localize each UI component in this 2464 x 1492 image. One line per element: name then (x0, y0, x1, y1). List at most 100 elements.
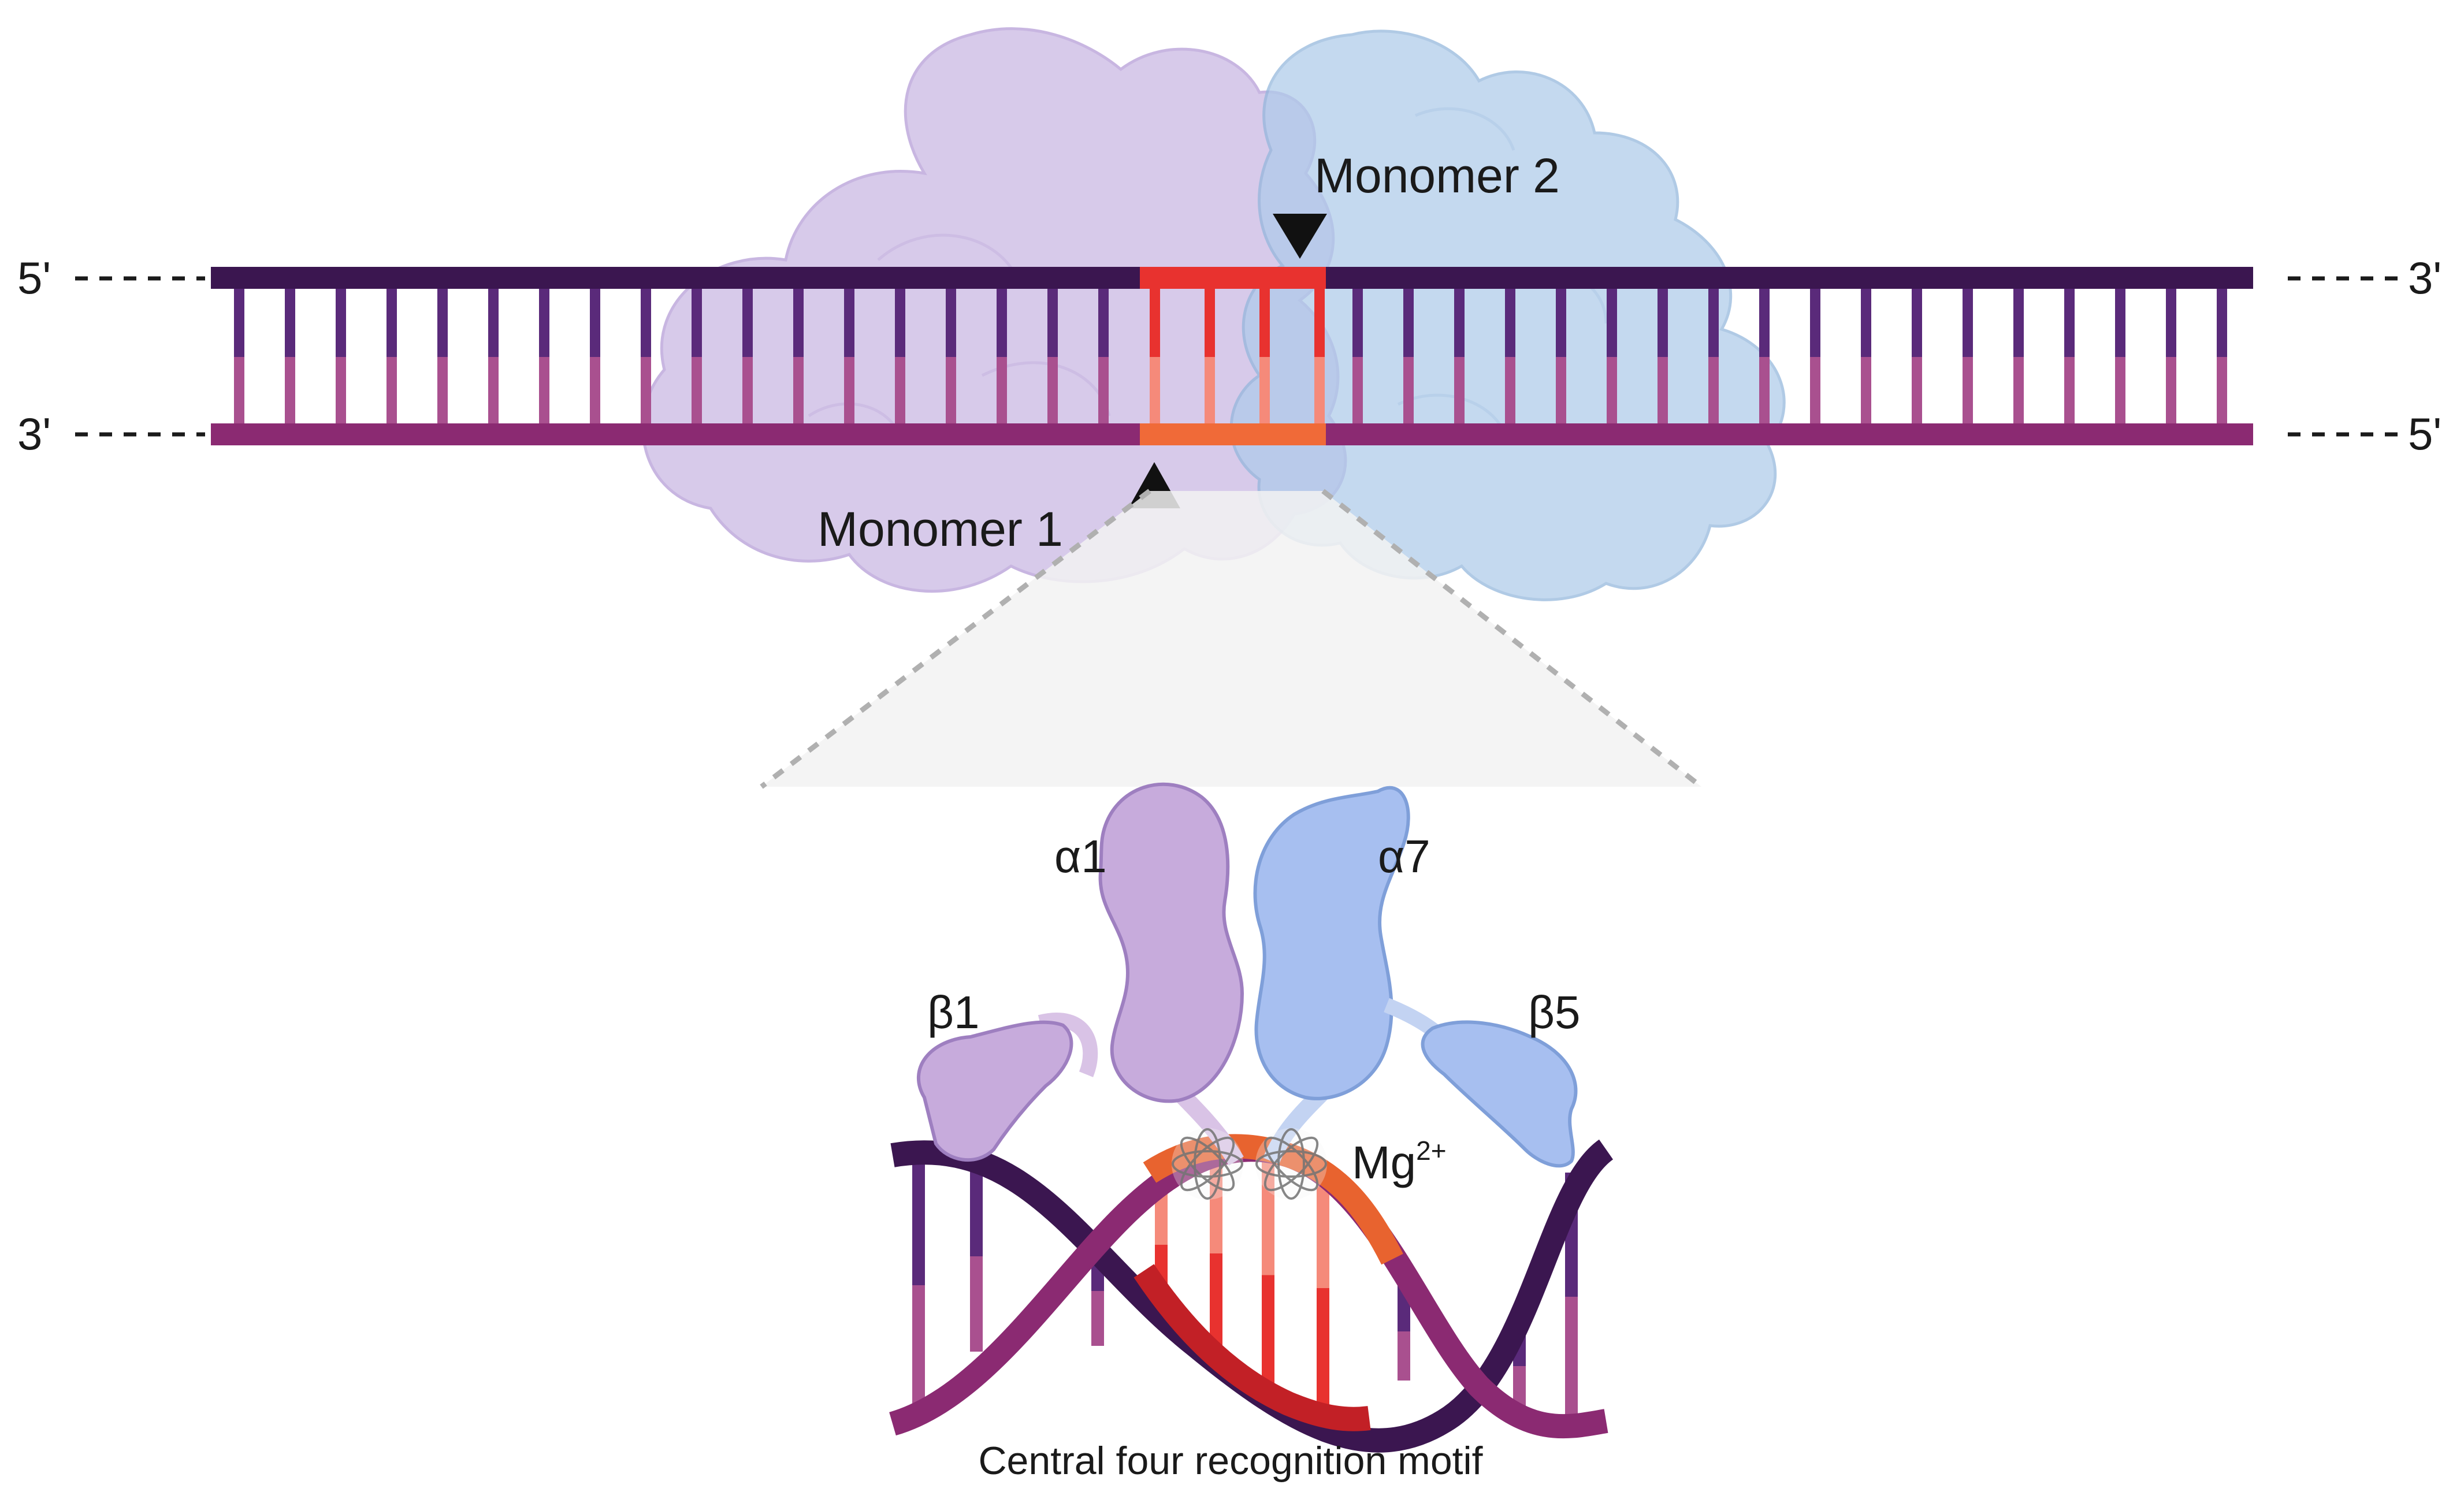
base-bottom (590, 357, 600, 425)
dna-base-pairs (234, 288, 2227, 425)
base-bottom (437, 357, 448, 425)
base-bottom (2166, 357, 2176, 425)
base-top (285, 288, 295, 357)
alpha1-label: α1 (1054, 831, 1107, 882)
base-top (590, 288, 600, 357)
base-bottom (997, 357, 1007, 425)
alpha7-label: α7 (1378, 831, 1430, 882)
recognition-base-top (1259, 288, 1270, 357)
base-top (539, 288, 549, 357)
base-top (1047, 288, 1058, 357)
base-bottom (1454, 357, 1465, 425)
top-left-end-label: 5' (17, 252, 51, 303)
base-top (488, 288, 499, 357)
base-bottom (641, 357, 651, 425)
base-bottom (946, 357, 956, 425)
base-top (844, 288, 854, 357)
recognition-bottom-segment (1140, 423, 1326, 445)
base-bottom (2013, 357, 2024, 425)
helix-base-lower (1091, 1291, 1104, 1346)
base-top (336, 288, 346, 357)
top-right-end-label: 3' (2408, 252, 2441, 303)
base-bottom (285, 357, 295, 425)
base-top (1657, 288, 1668, 357)
base-top (895, 288, 905, 357)
base-bottom (2115, 357, 2125, 425)
helix-strand-dark (890, 1139, 1614, 1453)
base-bottom (386, 357, 397, 425)
base-top (1505, 288, 1515, 357)
helix-base-lower (912, 1285, 925, 1409)
base-bottom (692, 357, 702, 425)
mg-ion-symbol: Mg (1352, 1137, 1416, 1188)
recognition-base-bottom (1205, 357, 1215, 425)
domain-alpha1 (1098, 782, 1244, 1166)
base-bottom (1861, 357, 1871, 425)
cleavage-marker-top (1273, 214, 1327, 259)
base-top (946, 288, 956, 357)
domain-beta1 (916, 1013, 1098, 1162)
base-bottom (2217, 357, 2227, 425)
base-top (2064, 288, 2075, 357)
recognition-base-bottom (1314, 357, 1325, 425)
base-bottom (844, 357, 854, 425)
base-top (1759, 288, 1770, 357)
base-top (997, 288, 1007, 357)
base-top (742, 288, 753, 357)
base-top (2217, 288, 2227, 357)
helix-base-lower (970, 1256, 983, 1352)
recognition-base-top (1150, 288, 1160, 357)
base-bottom (1352, 357, 1363, 425)
base-top (793, 288, 804, 357)
base-top (1810, 288, 1820, 357)
base-bottom (1556, 357, 1566, 425)
helix-base-lower (1565, 1297, 1578, 1421)
helix-base-upper (970, 1161, 983, 1256)
base-bottom (336, 357, 346, 425)
linear-dsdna (211, 267, 2253, 445)
base-top (1403, 288, 1414, 357)
base-top (2013, 288, 2024, 357)
helix-base-upper (1317, 1167, 1329, 1288)
base-bottom (1047, 357, 1058, 425)
bottom-right-end-label: 5' (2408, 408, 2441, 459)
base-bottom (234, 357, 244, 425)
base-bottom (1657, 357, 1668, 425)
recognition-base-bottom (1259, 357, 1270, 425)
base-top (1454, 288, 1465, 357)
base-bottom (1912, 357, 1922, 425)
helix-base-lower (1210, 1253, 1222, 1357)
base-bottom (488, 357, 499, 425)
beta1-label: β1 (927, 987, 980, 1038)
base-top (2115, 288, 2125, 357)
domain-beta5 (1384, 998, 1578, 1168)
mg-ion-label: Mg2+ (1352, 1136, 1447, 1188)
base-top (1861, 288, 1871, 357)
helix-base-lower (1398, 1331, 1410, 1381)
base-top (692, 288, 702, 357)
base-top (2166, 288, 2176, 357)
base-top (1963, 288, 1973, 357)
base-bottom (1708, 357, 1719, 425)
recognition-base-bottom (1150, 357, 1160, 425)
helix-base-upper (912, 1161, 925, 1285)
bottom-left-end-label: 3' (17, 408, 51, 459)
base-top (1556, 288, 1566, 357)
helix-base-lower (1317, 1288, 1329, 1409)
base-bottom (1403, 357, 1414, 425)
mg-ion-2 (1255, 1128, 1327, 1200)
base-bottom (1963, 357, 1973, 425)
base-bottom (539, 357, 549, 425)
base-bottom (2064, 357, 2075, 425)
base-top (1352, 288, 1363, 357)
base-bottom (1505, 357, 1515, 425)
mg-ion-charge: 2+ (1416, 1136, 1446, 1166)
zoom-cone (760, 489, 1703, 789)
recognition-base-top (1314, 288, 1325, 357)
base-bottom (742, 357, 753, 425)
base-bottom (1810, 357, 1820, 425)
recognition-motif-caption: Central four recognition motif (978, 1439, 1482, 1483)
base-bottom (895, 357, 905, 425)
base-top (1607, 288, 1617, 357)
